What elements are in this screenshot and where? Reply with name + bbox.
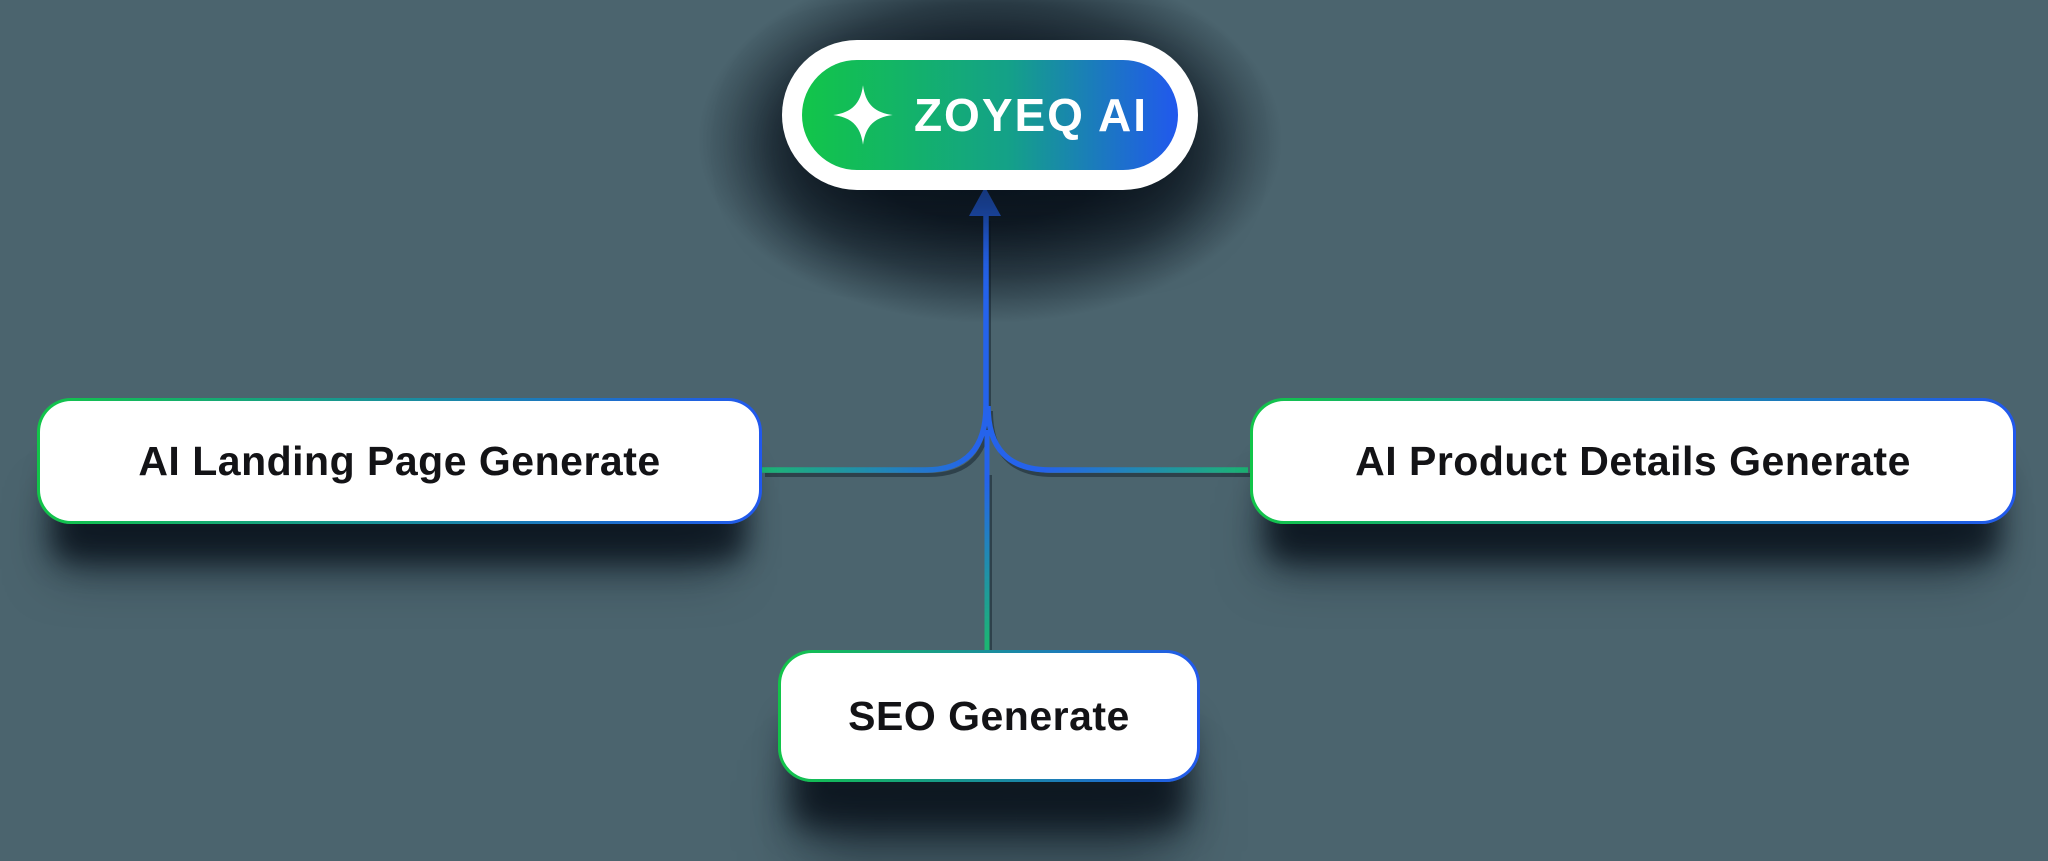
node-ai-product-details[interactable]: AI Product Details Generate (1250, 398, 2016, 524)
connector-line-shadows (765, 221, 1251, 655)
node-label: AI Product Details Generate (1253, 401, 2013, 521)
root-node-gradient: ZOYEQ AI (802, 60, 1178, 170)
node-label: AI Landing Page Generate (40, 401, 759, 521)
root-node-zoyeq-ai[interactable]: ZOYEQ AI (782, 40, 1198, 190)
root-node-label: ZOYEQ AI (913, 89, 1149, 141)
connector-right (985, 405, 1248, 473)
connector-left (762, 214, 989, 473)
arrow-up-icon (969, 187, 1001, 216)
node-label: SEO Generate (781, 653, 1197, 779)
sparkle-icon (833, 85, 893, 145)
node-ai-landing-page[interactable]: AI Landing Page Generate (37, 398, 762, 524)
node-seo-generate[interactable]: SEO Generate (778, 650, 1200, 782)
